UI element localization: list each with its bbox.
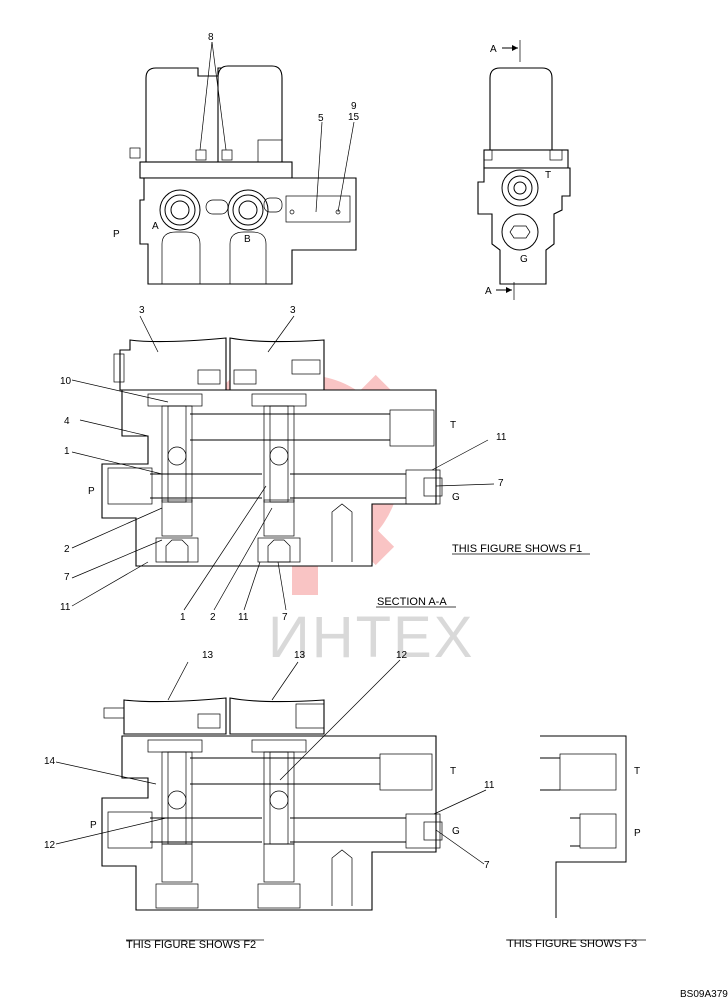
callout-11-left: 11 xyxy=(60,602,71,613)
callout-1-bottom: 1 xyxy=(180,612,186,623)
callout-14: 14 xyxy=(44,756,56,767)
watermark-text: ИНТЕХ xyxy=(268,605,474,670)
drawing-code: BS09A379 xyxy=(680,989,728,1000)
section-aa-label-t: T xyxy=(450,420,456,431)
figure-note-f1: THIS FIGURE SHOWS F1 xyxy=(452,543,582,555)
figure-note-f2: THIS FIGURE SHOWS F2 xyxy=(126,939,256,951)
callout-13-right: 13 xyxy=(294,650,306,661)
section-aa-label-g: G xyxy=(452,492,460,503)
callout-12-left: 12 xyxy=(44,840,56,851)
callout-15: 15 xyxy=(348,112,360,123)
callout-7-f2: 7 xyxy=(484,860,490,871)
top-view-label-p: P xyxy=(113,229,120,240)
figure-f2-label-t: T xyxy=(450,766,456,777)
section-mark-top: A xyxy=(490,44,497,55)
callout-5: 5 xyxy=(318,113,324,124)
callout-9: 9 xyxy=(351,101,357,112)
callout-3-right: 3 xyxy=(290,305,296,316)
section-aa-caption: SECTION A-A xyxy=(377,596,447,608)
side-view-label-g: G xyxy=(520,254,528,265)
callout-2-bottom: 2 xyxy=(210,612,216,623)
side-view-label-t: T xyxy=(545,170,551,181)
section-aa-label-p: P xyxy=(88,486,95,497)
callout-10: 10 xyxy=(60,376,72,387)
figure-f2-label-p: P xyxy=(90,820,97,831)
figure-note-f3: THIS FIGURE SHOWS F3 xyxy=(507,938,637,950)
side-view-drawing xyxy=(477,40,571,300)
section-aa-drawing xyxy=(71,315,590,611)
callout-11-right: 11 xyxy=(496,432,507,443)
callout-1-left: 1 xyxy=(64,446,70,457)
figure-f2-drawing xyxy=(55,659,487,941)
top-view-label-b: B xyxy=(244,234,251,245)
section-mark-bottom: A xyxy=(485,286,492,297)
callout-7-bottom: 7 xyxy=(282,612,288,623)
figure-f3-label-p: P xyxy=(634,828,641,839)
top-view-label-a: A xyxy=(152,221,159,232)
figure-f3-label-t: T xyxy=(634,766,640,777)
figure-f3-drawing xyxy=(506,735,646,941)
callout-11-bottom: 11 xyxy=(238,612,249,623)
callout-11-f2: 11 xyxy=(484,780,495,791)
callout-2-left: 2 xyxy=(64,544,70,555)
figure-f2-label-g: G xyxy=(452,826,460,837)
callout-7-right: 7 xyxy=(498,478,504,489)
callout-8: 8 xyxy=(208,32,214,43)
callout-4: 4 xyxy=(64,416,70,427)
callout-3-left: 3 xyxy=(139,305,145,316)
top-view-drawing xyxy=(129,41,357,285)
callout-7-left: 7 xyxy=(64,572,70,583)
callout-13-left: 13 xyxy=(202,650,214,661)
callout-12-top: 12 xyxy=(396,650,408,661)
